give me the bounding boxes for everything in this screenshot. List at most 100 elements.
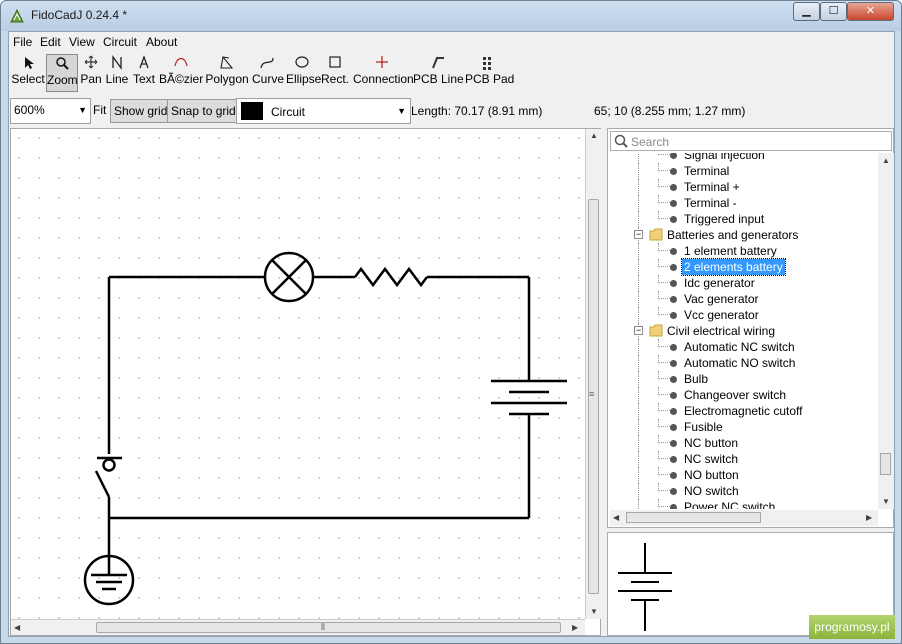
tool-connection[interactable]: Connection — [353, 54, 414, 92]
tool-pcb-pad[interactable]: PCB Pad — [465, 54, 514, 92]
collapse-icon[interactable]: − — [634, 325, 643, 335]
tool-polygon[interactable]: Polygon — [205, 54, 249, 92]
scroll-thumb[interactable] — [880, 453, 891, 475]
tree-branch-line — [658, 195, 672, 203]
tree-item[interactable]: Terminal + — [610, 179, 876, 195]
tree-item[interactable]: Changeover switch — [610, 387, 876, 403]
canvas-vertical-scrollbar[interactable]: ▲ ≡ ▼ — [585, 129, 601, 619]
tree-guide-line — [638, 275, 639, 291]
menu-view[interactable]: View — [69, 35, 95, 49]
collapse-icon[interactable]: − — [634, 229, 643, 239]
tool-line[interactable]: Line — [105, 54, 129, 92]
tree-branch-line — [658, 153, 672, 155]
component-bullet-icon — [670, 360, 677, 367]
menu-about[interactable]: About — [146, 35, 178, 49]
tree-item[interactable]: Vcc generator — [610, 307, 876, 323]
tool-ellipse[interactable]: Ellipse — [286, 54, 321, 92]
snap-to-grid-toggle[interactable]: Snap to grid — [167, 99, 240, 123]
component-bullet-icon — [670, 216, 677, 223]
tree-item[interactable]: 2 elements battery — [610, 258, 876, 276]
tool-select[interactable]: Select — [11, 54, 45, 92]
connection-icon — [376, 56, 388, 68]
tool-text[interactable]: Text — [131, 54, 157, 92]
tree-item[interactable]: 1 element battery — [610, 243, 876, 259]
minimize-button[interactable]: ▁ — [793, 2, 820, 21]
scroll-left-icon[interactable]: ◀ — [613, 513, 620, 522]
grid-dots — [11, 129, 585, 619]
tree-item-label: Terminal — [684, 164, 730, 178]
canvas-horizontal-scrollbar[interactable]: ◀ ⦀ ▶ — [11, 619, 585, 635]
tool-label: Line — [105, 72, 129, 86]
tree-item[interactable]: NC switch — [610, 451, 876, 467]
tree-item[interactable]: Automatic NO switch — [610, 355, 876, 371]
close-button[interactable]: ✕ — [847, 2, 894, 21]
tree-item[interactable]: NO button — [610, 467, 876, 483]
tree-item[interactable]: Electromagnetic cutoff — [610, 403, 876, 419]
tree-item[interactable]: Idc generator — [610, 275, 876, 291]
scroll-right-icon[interactable]: ▶ — [572, 623, 579, 632]
scroll-thumb[interactable] — [588, 199, 599, 594]
tool-curve[interactable]: Curve — [251, 54, 285, 92]
tree-branch-line — [658, 403, 672, 411]
tree-item[interactable]: Automatic NC switch — [610, 339, 876, 355]
tool-bezier[interactable]: BÃ©zier — [159, 54, 203, 92]
tree-item[interactable]: Terminal — [610, 163, 876, 179]
layer-name: Circuit — [271, 105, 306, 119]
scroll-down-icon[interactable]: ▼ — [590, 607, 598, 616]
library-horizontal-scrollbar[interactable]: ◀ ▶ — [610, 510, 878, 526]
tree-guide-line — [638, 195, 639, 211]
menu-edit[interactable]: Edit — [40, 35, 61, 49]
maximize-button[interactable]: ☐ — [820, 2, 847, 21]
fit-button[interactable]: Fit — [93, 103, 107, 117]
tree-item[interactable]: NO switch — [610, 483, 876, 499]
scroll-up-icon[interactable]: ▲ — [590, 131, 598, 140]
tree-item-label: NC button — [684, 436, 739, 450]
tree-item[interactable]: Fusible — [610, 419, 876, 435]
search-field[interactable]: Search — [610, 131, 892, 151]
title-bar[interactable]: FidoCadJ 0.24.4 * ▁ ☐ ✕ — [1, 1, 901, 31]
menu-circuit[interactable]: Circuit — [103, 35, 138, 49]
scroll-thumb[interactable] — [626, 512, 761, 523]
scroll-thumb[interactable] — [96, 622, 561, 633]
tree-guide-line — [638, 355, 639, 371]
tree-item[interactable]: Power NC switch — [610, 499, 876, 509]
tree-item[interactable]: Terminal - — [610, 195, 876, 211]
tree-folder[interactable]: −Batteries and generators — [610, 227, 876, 243]
component-bullet-icon — [670, 392, 677, 399]
tree-item-label: Changeover switch — [684, 388, 787, 402]
tool-zoom[interactable]: Zoom — [46, 54, 78, 92]
tree-branch-line — [658, 291, 672, 299]
layer-select[interactable]: Circuit ▼ — [236, 98, 411, 124]
scroll-down-icon[interactable]: ▼ — [882, 497, 890, 506]
tree-item[interactable]: Vac generator — [610, 291, 876, 307]
tool-pcb-line[interactable]: PCB Line — [413, 54, 464, 92]
library-vertical-scrollbar[interactable]: ▲ ▼ — [878, 153, 894, 509]
scroll-right-icon[interactable]: ▶ — [866, 513, 873, 522]
tree-item[interactable]: Triggered input — [610, 211, 876, 227]
lamp-symbol — [263, 251, 315, 303]
scroll-left-icon[interactable]: ◀ — [14, 623, 21, 632]
zoom-select[interactable]: 600% ▼ — [10, 98, 91, 124]
schematic-drawing[interactable] — [11, 129, 585, 619]
tool-label: Zoom — [47, 73, 78, 87]
drawing-canvas[interactable]: ▲ ≡ ▼ ◀ ⦀ ▶ — [10, 128, 601, 636]
tree-item[interactable]: NC button — [610, 435, 876, 451]
show-grid-toggle[interactable]: Show grid — [110, 99, 172, 123]
tree-branch-line — [658, 259, 672, 267]
search-placeholder: Search — [631, 135, 670, 149]
tree-item[interactable]: Bulb — [610, 371, 876, 387]
tree-guide-line — [638, 499, 639, 509]
tree-item[interactable]: Signal injection — [610, 153, 876, 163]
tree-item-label: NO switch — [684, 484, 739, 498]
tree-item-label: Fusible — [684, 420, 723, 434]
tool-label: Select — [11, 72, 45, 86]
tree-folder[interactable]: −Civil electrical wiring — [610, 323, 876, 339]
tool-pan[interactable]: Pan — [79, 54, 103, 92]
tree-item-label: Signal injection — [684, 153, 765, 162]
tree-guide-line — [638, 163, 639, 179]
tool-rectangle[interactable]: Rect. — [320, 54, 350, 92]
scroll-up-icon[interactable]: ▲ — [882, 156, 890, 165]
tree-item-label: Vac generator — [684, 292, 759, 306]
menu-file[interactable]: File — [13, 35, 33, 49]
